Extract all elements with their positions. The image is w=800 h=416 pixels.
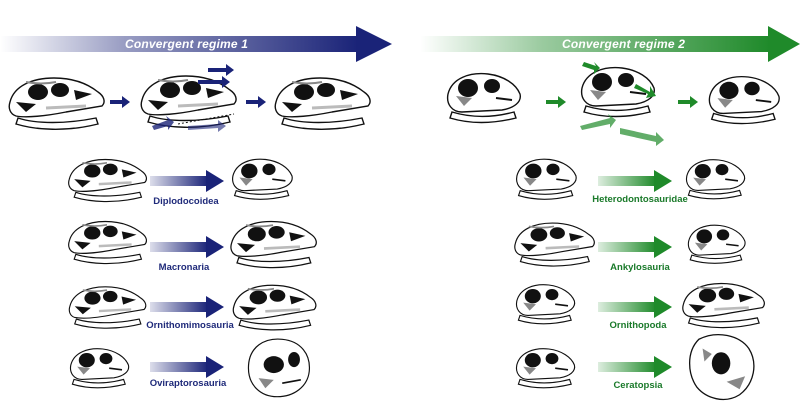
clade-label-ornithomimosauria: Ornithomimosauria	[146, 320, 234, 331]
regime-2-arrow	[420, 26, 800, 62]
oviraptorosauria-arrow	[150, 356, 224, 378]
regime-1-ancestral-skull	[7, 76, 106, 131]
regime-1-transition-skull	[139, 64, 238, 132]
macronaria-arrow	[150, 236, 224, 258]
oviraptorosauria-ancestral-skull	[69, 347, 130, 389]
regime-2-step-arrow-2	[678, 96, 698, 108]
regime-1-derived-skull	[273, 76, 372, 131]
ornithomimosauria-arrow	[150, 296, 224, 318]
regime-2-ancestral-skull	[446, 72, 522, 124]
regime-2-banner: Convergent regime 2	[420, 26, 800, 62]
oviraptorosauria-derived-skull	[247, 338, 310, 398]
clade-label-ornithopoda: Ornithopoda	[609, 320, 667, 331]
clade-label-ankylosauria: Ankylosauria	[610, 262, 670, 273]
clade-label-ceratopsia: Ceratopsia	[613, 380, 663, 391]
ankylosauria-arrow	[598, 236, 672, 258]
regime-2-transition-skull	[580, 62, 664, 146]
ornithopoda-arrow	[598, 296, 672, 318]
regime-2-step-arrow	[546, 96, 566, 108]
diplodocoidea-arrow	[150, 170, 224, 192]
regime-1-arrow	[0, 26, 392, 62]
clade-label-macronaria: Macronaria	[158, 262, 210, 273]
regime-1-step-arrow	[110, 96, 130, 108]
regime-2-title: Convergent regime 2	[562, 37, 686, 51]
clade-label-diplodocoidea: Diplodocoidea	[153, 196, 219, 207]
regime-1-step-arrow-2	[246, 96, 266, 108]
ceratopsia-derived-skull	[688, 334, 755, 401]
clade-label-oviraptorosauria: Oviraptorosauria	[149, 378, 227, 389]
clade-label-heterodontosauridae: Heterodontosauridae	[592, 194, 688, 205]
heterodontosauridae-arrow	[598, 170, 672, 192]
regime-2-derived-skull	[708, 75, 781, 125]
regime-1-banner: Convergent regime 1	[0, 26, 392, 62]
ceratopsia-arrow	[598, 356, 672, 378]
regime-1-title: Convergent regime 1	[125, 37, 249, 51]
